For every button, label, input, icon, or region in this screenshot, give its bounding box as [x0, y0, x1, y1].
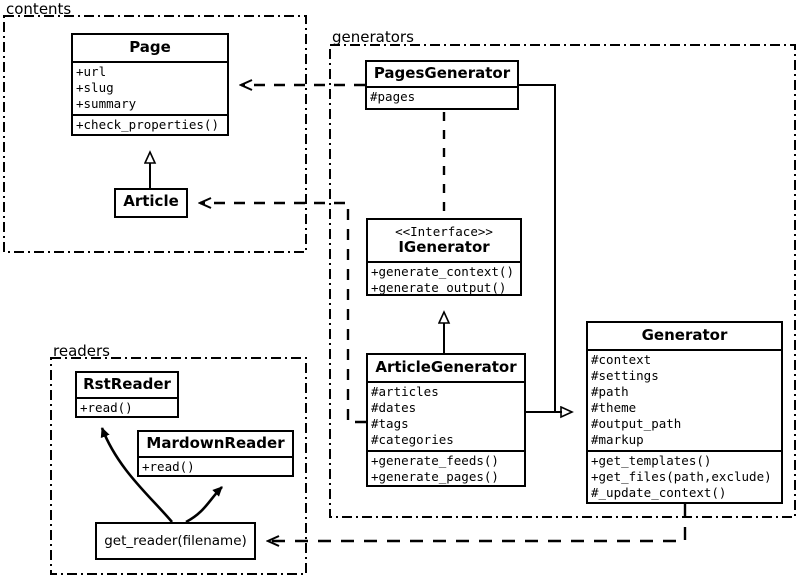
class-box-mardownreader[interactable]: MardownReader +read() [137, 430, 294, 477]
class-attribute: #output_path [591, 416, 682, 432]
class-attribute: #markup [591, 432, 644, 448]
package-label-generators: generators [332, 28, 414, 46]
class-attribute: #dates [371, 400, 417, 416]
class-box-rstreader[interactable]: RstReader +read() [75, 371, 179, 418]
class-attribute: +slug [76, 80, 114, 96]
class-name-generator: Generator [641, 326, 728, 344]
class-attributes-generator: #context #settings #path #theme #output_… [588, 349, 781, 450]
class-methods-rstreader: +read() [77, 397, 177, 418]
class-name-mardownreader: MardownReader [146, 434, 285, 452]
class-attribute: #pages [370, 89, 416, 105]
package-label-contents: contents [6, 0, 72, 18]
class-name-articlegenerator: ArticleGenerator [375, 358, 517, 376]
class-name-igenerator: <<Interface>> IGenerator [368, 220, 520, 261]
class-methods-generator: +get_templates() +get_files(path,exclude… [588, 450, 781, 503]
class-methods-page: +check_properties() [73, 114, 227, 135]
class-attribute: #articles [371, 384, 439, 400]
class-box-articlegenerator[interactable]: ArticleGenerator #articles #dates #tags … [366, 353, 526, 487]
class-attribute: #theme [591, 400, 637, 416]
relationship-generator-uses-get-reader [268, 504, 687, 541]
class-attributes-articlegenerator: #articles #dates #tags #categories [368, 381, 524, 450]
function-node-label: get_reader(filename) [104, 533, 247, 549]
class-box-pagesgenerator[interactable]: PagesGenerator #pages [365, 60, 519, 110]
relationship-get-reader-returns-mardownreader [185, 486, 223, 524]
function-node-get-reader[interactable]: get_reader(filename) [95, 522, 256, 560]
class-name-page: Page [129, 38, 171, 56]
relationship-articlegenerator-uses-article [200, 203, 366, 424]
class-attributes-page: +url +slug +summary [73, 61, 227, 114]
class-name-article: Article [123, 192, 179, 210]
class-methods-mardownreader: +read() [139, 456, 292, 477]
relationship-generators-inherit-generator [519, 84, 572, 412]
class-name-rstreader: RstReader [83, 375, 171, 393]
class-box-article[interactable]: Article [114, 188, 188, 218]
class-method: +generate_feeds() [371, 453, 499, 469]
class-name-text-igenerator: IGenerator [398, 238, 490, 256]
class-box-generator[interactable]: Generator #context #settings #path #them… [586, 321, 783, 504]
class-method: +generate_pages() [371, 469, 499, 485]
class-method: +read() [80, 400, 133, 416]
class-attributes-pagesgenerator: #pages [367, 86, 517, 107]
package-label-readers: readers [53, 342, 110, 360]
class-method: +generate_output() [371, 280, 507, 296]
class-attribute: #settings [591, 368, 659, 384]
class-method: +get_templates() [591, 453, 712, 469]
class-method: +get_files(path,exclude) [591, 469, 772, 485]
class-attribute: #context [591, 352, 652, 368]
class-attribute: #path [591, 384, 629, 400]
class-method: +read() [142, 459, 195, 475]
class-attribute: #categories [371, 432, 454, 448]
class-box-igenerator[interactable]: <<Interface>> IGenerator +generate_conte… [366, 218, 522, 296]
class-attribute: +summary [76, 96, 137, 112]
class-name-pagesgenerator: PagesGenerator [373, 64, 511, 82]
class-box-page[interactable]: Page +url +slug +summary +check_properti… [71, 33, 229, 136]
class-method: +check_properties() [76, 117, 219, 133]
class-methods-articlegenerator: +generate_feeds() +generate_pages() [368, 450, 524, 487]
class-methods-igenerator: +generate_context() +generate_output() [368, 261, 520, 298]
class-method: +generate_context() [371, 264, 514, 280]
class-attribute: +url [76, 64, 107, 80]
class-method: #_update_context() [591, 485, 727, 501]
class-attribute: #tags [371, 416, 409, 432]
class-stereotype-igenerator: <<Interface>> [395, 224, 493, 239]
